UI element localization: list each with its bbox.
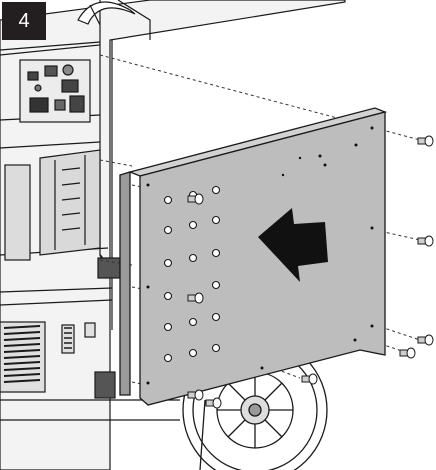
screw-icon bbox=[399, 347, 416, 359]
arrow-left-icon bbox=[258, 208, 328, 282]
side-panel bbox=[119, 107, 388, 406]
panel-screw-points bbox=[146, 126, 374, 385]
step-number-badge: 4 bbox=[2, 2, 46, 40]
vent-grille bbox=[0, 321, 96, 393]
screw-icon bbox=[187, 389, 204, 401]
screw-icon bbox=[301, 373, 318, 385]
screw-icon bbox=[417, 135, 434, 147]
screw-icon bbox=[417, 235, 434, 247]
screw-icon bbox=[205, 397, 222, 409]
panel-holes bbox=[163, 185, 221, 363]
screws bbox=[187, 135, 434, 409]
screw-icon bbox=[417, 334, 434, 346]
machine-body bbox=[0, 0, 346, 470]
screw-icon bbox=[187, 193, 204, 205]
screw-icon bbox=[187, 292, 204, 304]
